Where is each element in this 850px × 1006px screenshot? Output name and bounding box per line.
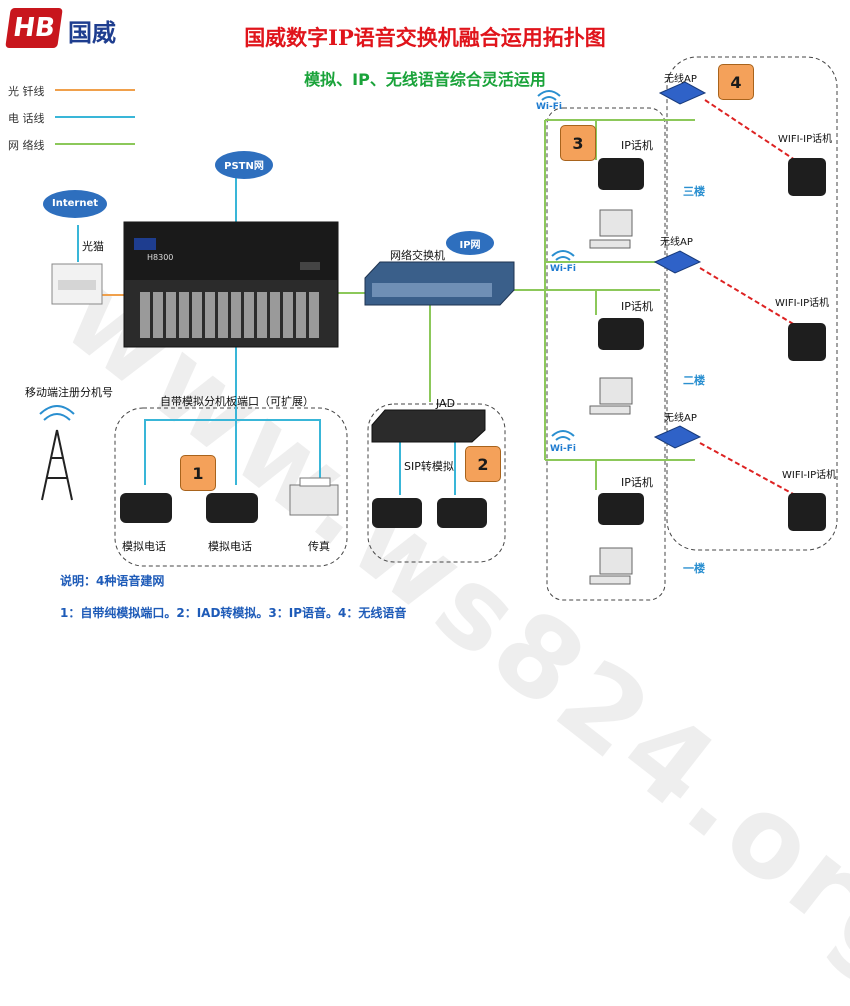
badge-3: 3 [560,125,596,161]
cloud-pstn: PSTN网 [214,148,274,180]
network-switch [364,261,515,306]
fax-label: 传真 [308,540,330,553]
modem-device [51,263,103,305]
sip-phone-device [372,498,487,528]
legend-network-label: 网 络线 [8,139,45,152]
group-ip-box [546,107,666,601]
analog-phone-device [120,493,258,523]
note-line-2: 1：自带纯模拟端口。2：IAD转模拟。3：IP语音。4：无线语音 [60,606,407,620]
cloud-icon [446,231,494,255]
note-line-1: 说明：4种语音建网 [60,574,165,588]
group-analog-box [114,407,348,567]
floor-label-1: 一楼 [683,562,705,575]
jad-label: JAD [436,397,456,410]
wifi-phone-device [788,158,826,531]
ap-label-2: 无线AP [660,237,693,248]
cloud-internet-label: Internet [51,197,98,209]
analog-phone-1-label: 模拟电话 [122,540,166,553]
modem-label: 光猫 [82,240,104,253]
wireless-link-3 [704,99,796,161]
cloud-ip: IP网 [445,229,495,257]
brand-logo-name: 国威 [68,19,116,47]
badge-1: 1 [180,455,216,491]
wifi-phone-label-2: WIFI-IP话机 [775,298,830,309]
floor-label-2: 二楼 [683,374,705,387]
sip-convert-label: SIP转模拟 [404,460,454,473]
cloud-internet: Internet [42,187,108,219]
cloud-icon [43,190,107,218]
computer-device [589,209,633,585]
mobile-ext-label: 移动端注册分机号 [25,386,113,399]
switch-label: 网络交换机 [390,249,445,262]
cloud-pstn-label: PSTN网 [224,160,264,172]
pbx-chassis [123,221,339,348]
group-wireless-box [666,56,838,551]
cloud-ip-label: IP网 [459,239,481,251]
wireless-link-1 [699,442,796,496]
ip-phone-device [598,158,644,525]
jad-device [371,409,486,443]
analog-phone-2-label: 模拟电话 [208,540,252,553]
legend-fiber-label: 光 钎线 [8,85,45,98]
cloud-icon [215,151,273,179]
analog-ports-label: 自带模拟分机板端口（可扩展） [160,395,314,408]
wifi-label-3: Wi-Fi [536,102,562,112]
ip-phone-label-3: IP话机 [621,139,653,152]
badge-4: 4 [718,64,754,100]
antenna-tower [39,405,75,501]
wifi-icon [537,90,575,441]
wireless-link-2 [699,267,796,326]
floor-label-3: 三楼 [683,185,705,198]
wifi-label-2: Wi-Fi [550,264,576,274]
fax-device [289,477,339,516]
analog-bus-line [144,419,321,485]
wifi-phone-label-1: WIFI-IP话机 [782,470,837,481]
ap-label-1: 无线AP [664,413,697,424]
pbx-model-label: H8300 [147,253,174,262]
ip-phone-label-2: IP话机 [621,300,653,313]
page-title: 国威数字IP语音交换机融合运用拓扑图 [244,25,606,50]
ap-label-3: 无线AP [664,74,697,85]
ip-phone-label-1: IP话机 [621,476,653,489]
access-point-device [653,81,707,449]
legend-phone-label: 电 话线 [8,112,45,125]
page-subtitle: 模拟、IP、无线语音综合灵活运用 [304,70,546,89]
group-iad-box [367,403,506,563]
wifi-phone-label-3: WIFI-IP话机 [778,134,833,145]
badge-2: 2 [465,446,501,482]
wifi-label-1: Wi-Fi [550,444,576,454]
topology-diagram [39,56,838,601]
